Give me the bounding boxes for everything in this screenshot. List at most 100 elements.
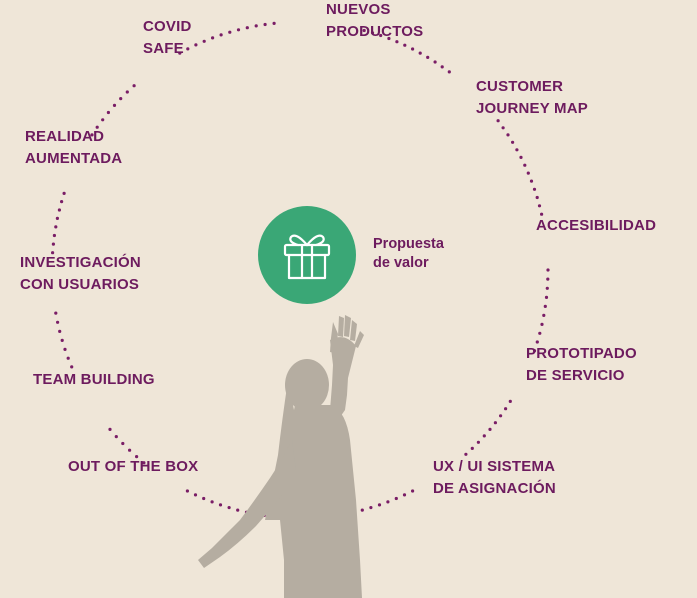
- ring-dot: [504, 407, 508, 411]
- ring-dot: [433, 60, 437, 64]
- ring-dot: [418, 51, 422, 55]
- ring-dot: [394, 496, 398, 501]
- ring-dot: [464, 452, 468, 456]
- ring-dot: [245, 26, 249, 30]
- ring-dot: [101, 118, 105, 122]
- ring-dot: [532, 187, 537, 191]
- ring-dot: [211, 36, 215, 40]
- ring-dot: [95, 125, 99, 129]
- ring-dot: [546, 268, 550, 272]
- ring-dot: [272, 21, 276, 25]
- ring-dot: [135, 455, 139, 459]
- ring-dot: [546, 277, 550, 281]
- ring-dot: [219, 33, 223, 37]
- ring-dot: [66, 356, 70, 360]
- ring-dot: [526, 171, 530, 175]
- ring-dot: [519, 155, 523, 159]
- ring-dot: [90, 133, 94, 137]
- ring-dot: [56, 320, 60, 324]
- ring-dot: [218, 503, 223, 507]
- ring-dot: [114, 435, 118, 439]
- ring-dot: [499, 414, 503, 418]
- ring-dot: [529, 179, 534, 183]
- ring-dot: [54, 225, 58, 229]
- ring-dot: [112, 103, 117, 107]
- ring-dot: [362, 28, 366, 33]
- ring-dot: [510, 140, 515, 144]
- ring-dot: [515, 148, 519, 152]
- ring-dot: [411, 47, 415, 51]
- ring-dot: [402, 493, 407, 497]
- ring-dot: [51, 251, 55, 255]
- ring-dot: [493, 421, 497, 425]
- ring-dot: [403, 43, 407, 47]
- gift-icon: [283, 234, 331, 280]
- ring-dot: [470, 446, 474, 450]
- ring-dot: [236, 28, 241, 32]
- ring-dot: [178, 51, 182, 55]
- ring-dot: [447, 70, 451, 74]
- ring-dot: [60, 338, 64, 342]
- ring-dot: [544, 295, 549, 299]
- ring-dot: [488, 427, 492, 431]
- ring-dot: [194, 43, 198, 47]
- ring-dot: [62, 191, 66, 195]
- ring-dot: [440, 65, 444, 69]
- label-customer-journey-map: CUSTOMER JOURNEY MAP: [476, 78, 588, 117]
- ring-dot: [535, 340, 539, 344]
- ring-dot: [119, 97, 123, 101]
- ring-dot: [426, 55, 430, 60]
- ring-dot: [369, 506, 373, 510]
- label-covid-safe: COVID SAFE: [143, 18, 192, 57]
- ring-dot: [254, 24, 258, 28]
- ring-dot: [496, 119, 500, 123]
- ring-dot: [132, 84, 136, 88]
- ring-dot: [537, 204, 542, 208]
- ring-dot: [386, 500, 390, 504]
- ring-dot: [202, 39, 206, 43]
- label-investigacion-usuarios: INVESTIGACIÓN CON USUARIOS: [20, 254, 141, 293]
- ring-dot: [125, 90, 129, 94]
- gift-button: [258, 206, 356, 304]
- ring-dot: [370, 31, 375, 35]
- ring-dot: [193, 493, 198, 497]
- ring-dot: [379, 33, 383, 38]
- ring-dot: [236, 508, 240, 512]
- ring-dot: [411, 489, 415, 493]
- ring-dot: [202, 496, 206, 501]
- ring-dot: [128, 448, 132, 452]
- label-team-building: TEAM BUILDING: [33, 371, 155, 388]
- ring-dot: [57, 208, 62, 212]
- label-out-of-the-box: OUT OF THE BOX: [68, 458, 199, 475]
- ring-dot: [501, 126, 505, 130]
- ring-dot: [210, 500, 214, 504]
- ring-dot: [506, 133, 510, 137]
- ring-dot: [540, 212, 544, 216]
- label-nuevos-productos: NUEVOS PRODUCTOS: [326, 1, 424, 40]
- ring-dot: [60, 200, 64, 204]
- ring-dot: [508, 399, 512, 403]
- ring-dot: [395, 40, 399, 44]
- ring-dot: [523, 163, 527, 167]
- ring-dot: [58, 329, 62, 333]
- ring-dot: [121, 441, 125, 446]
- ring-dot: [538, 331, 542, 335]
- ring-dot: [535, 195, 539, 200]
- ring-dot: [52, 233, 57, 238]
- ring-dot: [228, 30, 232, 34]
- ring-dot: [542, 313, 546, 317]
- ring-dot: [54, 311, 58, 315]
- ring-dot: [545, 286, 549, 290]
- ring-dot: [543, 304, 547, 308]
- ring-dot: [387, 36, 391, 41]
- ring-dot: [142, 461, 146, 465]
- ring-dot: [377, 503, 382, 507]
- ring-dot: [476, 440, 480, 444]
- center-label: Propuesta de valor: [373, 236, 444, 271]
- ring-dot: [51, 242, 56, 246]
- label-realidad-aumentada: REALIDAD AUMENTADA: [25, 128, 123, 167]
- ring-dot: [186, 47, 190, 51]
- ring-dot: [106, 110, 110, 115]
